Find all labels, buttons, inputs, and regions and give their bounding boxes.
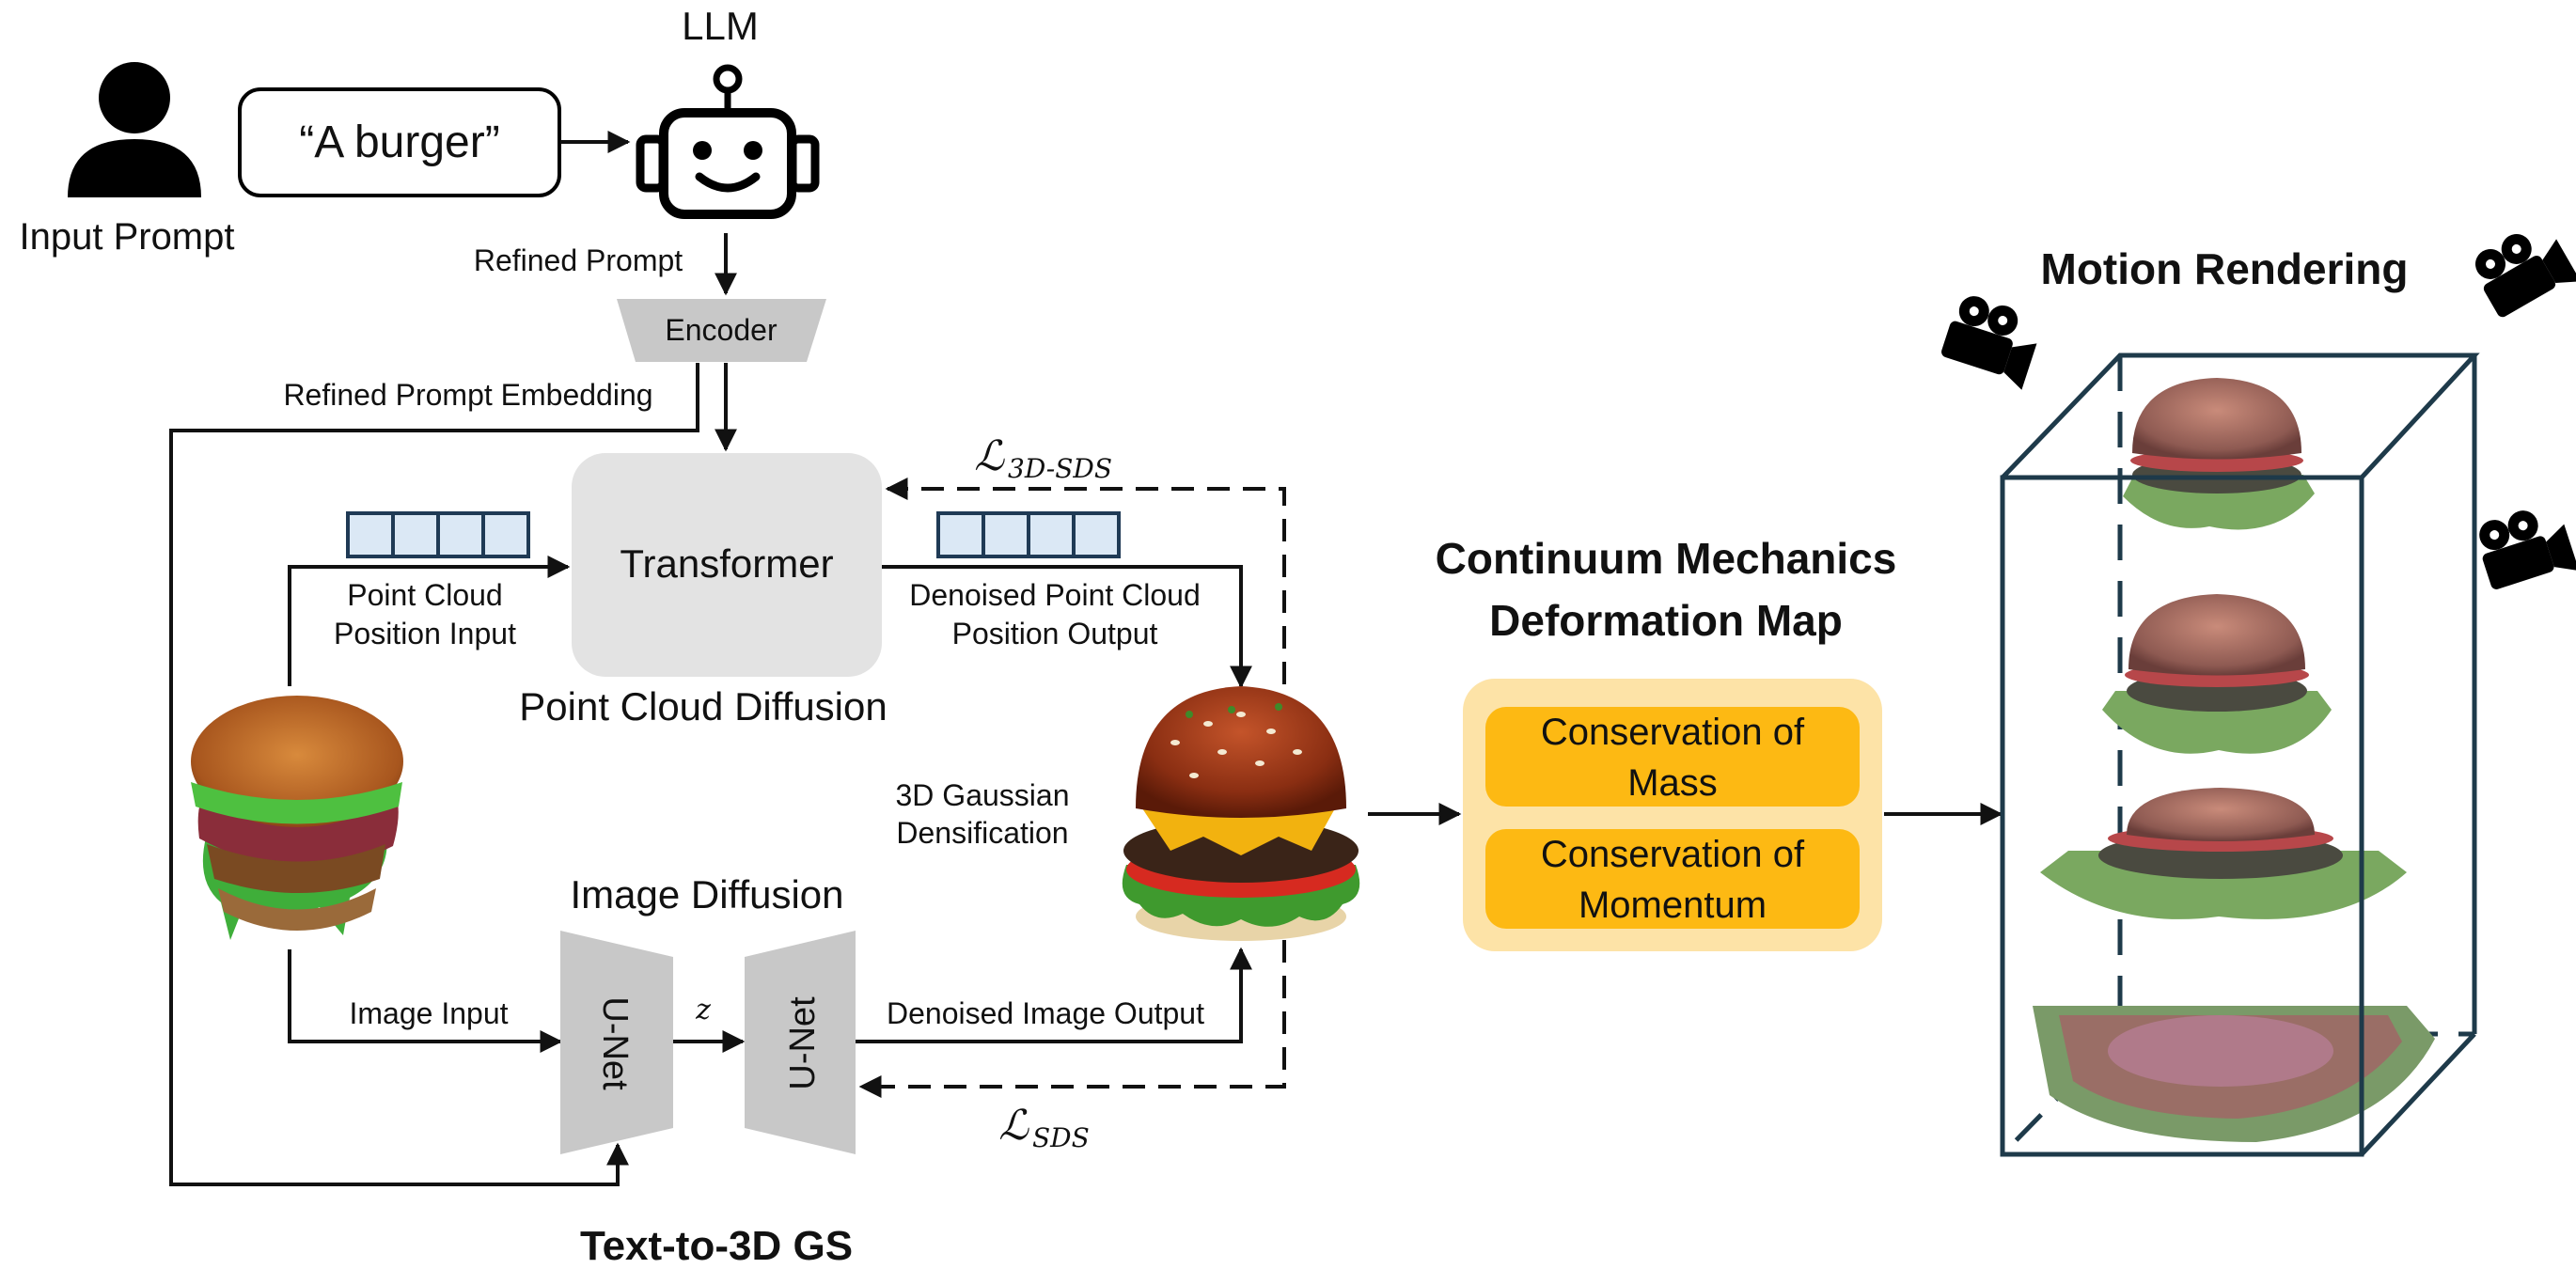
movie-camera-icon (2475, 233, 2576, 318)
prompt-text: “A burger” (299, 118, 499, 167)
point-cloud-diffusion-label: Point Cloud Diffusion (519, 684, 887, 728)
conservation-of-momentum-box: Conservation of Momentum (1485, 829, 1860, 929)
rendered-burger-frame-1 (2123, 378, 2315, 530)
loss-sds-label: ℒ SDS (998, 1102, 1090, 1153)
densified-burger-image (1122, 686, 1360, 941)
svg-text:ℒ: ℒ (998, 1102, 1029, 1150)
svg-text:Momentum: Momentum (1579, 885, 1767, 926)
arrow-denoised-image-output (856, 947, 1252, 1043)
refined-embedding-label: Refined Prompt Embedding (283, 378, 652, 412)
unet-right-label: U-Net (783, 996, 823, 1090)
input-prompt-caption: Input Prompt (19, 216, 234, 258)
refined-prompt-label: Refined Prompt (474, 243, 683, 277)
encoder-block: Encoder (617, 299, 826, 362)
rendering-volume-front (2000, 352, 2480, 1157)
latent-label: z (695, 994, 711, 1026)
unet-encoder-block: U-Net (560, 931, 673, 1154)
mechanics-panel: Conservation of Mass Conservation of Mom… (1463, 679, 1882, 951)
svg-text:Conservation of: Conservation of (1541, 712, 1805, 753)
pc-output-label-line1: Denoised Point Cloud (909, 578, 1201, 612)
pc-input-label-line1: Point Cloud (347, 578, 502, 612)
arrow-transformer-to-densification (882, 565, 1252, 689)
llm-label: LLM (682, 4, 759, 48)
svg-text:ℒ: ℒ (974, 432, 1005, 480)
transformer-block: Transformer (572, 453, 882, 677)
mechanics-title-line1: Continuum Mechanics (1436, 534, 1897, 583)
densification-label-line2: Densification (896, 816, 1068, 850)
motion-rendering-title: Motion Rendering (2041, 244, 2409, 293)
arrow-loss-sds (858, 940, 1286, 1098)
arrow-pc-input-to-transformer (288, 556, 571, 686)
image-input-label: Image Input (350, 996, 509, 1030)
unet-left-label: U-Net (595, 996, 635, 1090)
pc-input-label-line2: Position Input (334, 617, 516, 650)
prompt-box: “A burger” (238, 87, 561, 197)
densification-label-line1: 3D Gaussian (896, 778, 1070, 812)
rendered-burger-frame-4 (2033, 1006, 2435, 1142)
output-token-sequence (936, 511, 1121, 558)
denoised-image-label: Denoised Image Output (887, 996, 1204, 1030)
arrow-image-input-to-unet (288, 949, 563, 1053)
transformer-label: Transformer (620, 541, 833, 586)
movie-camera-icon (2479, 510, 2576, 589)
image-diffusion-label: Image Diffusion (570, 872, 843, 916)
coarse-burger-image (191, 696, 403, 940)
input-token-sequence (346, 511, 530, 558)
rendered-burger-frame-2 (2102, 594, 2332, 754)
arrow-loss-3d-sds (885, 478, 1286, 684)
person-icon (68, 62, 201, 197)
svg-text:SDS: SDS (1032, 1122, 1090, 1153)
rendered-burger-frame-3 (2040, 788, 2407, 919)
unet-decoder-block: U-Net (745, 931, 856, 1154)
movie-camera-icon (1941, 296, 2037, 390)
loss-3d-sds-label: ℒ 3D-SDS (974, 432, 1112, 484)
encoder-label: Encoder (665, 313, 778, 347)
arrow-embedding-to-unet (169, 363, 699, 1186)
svg-text:Mass: Mass (1627, 762, 1718, 804)
robot-icon (636, 64, 820, 219)
pc-output-label-line2: Position Output (952, 617, 1158, 650)
svg-text:Conservation of: Conservation of (1541, 834, 1805, 875)
conservation-of-mass-box: Conservation of Mass (1485, 707, 1860, 807)
mechanics-title-line2: Deformation Map (1489, 596, 1843, 645)
text-to-3d-title: Text-to-3D GS (580, 1223, 853, 1269)
svg-text:3D-SDS: 3D-SDS (1008, 453, 1112, 484)
